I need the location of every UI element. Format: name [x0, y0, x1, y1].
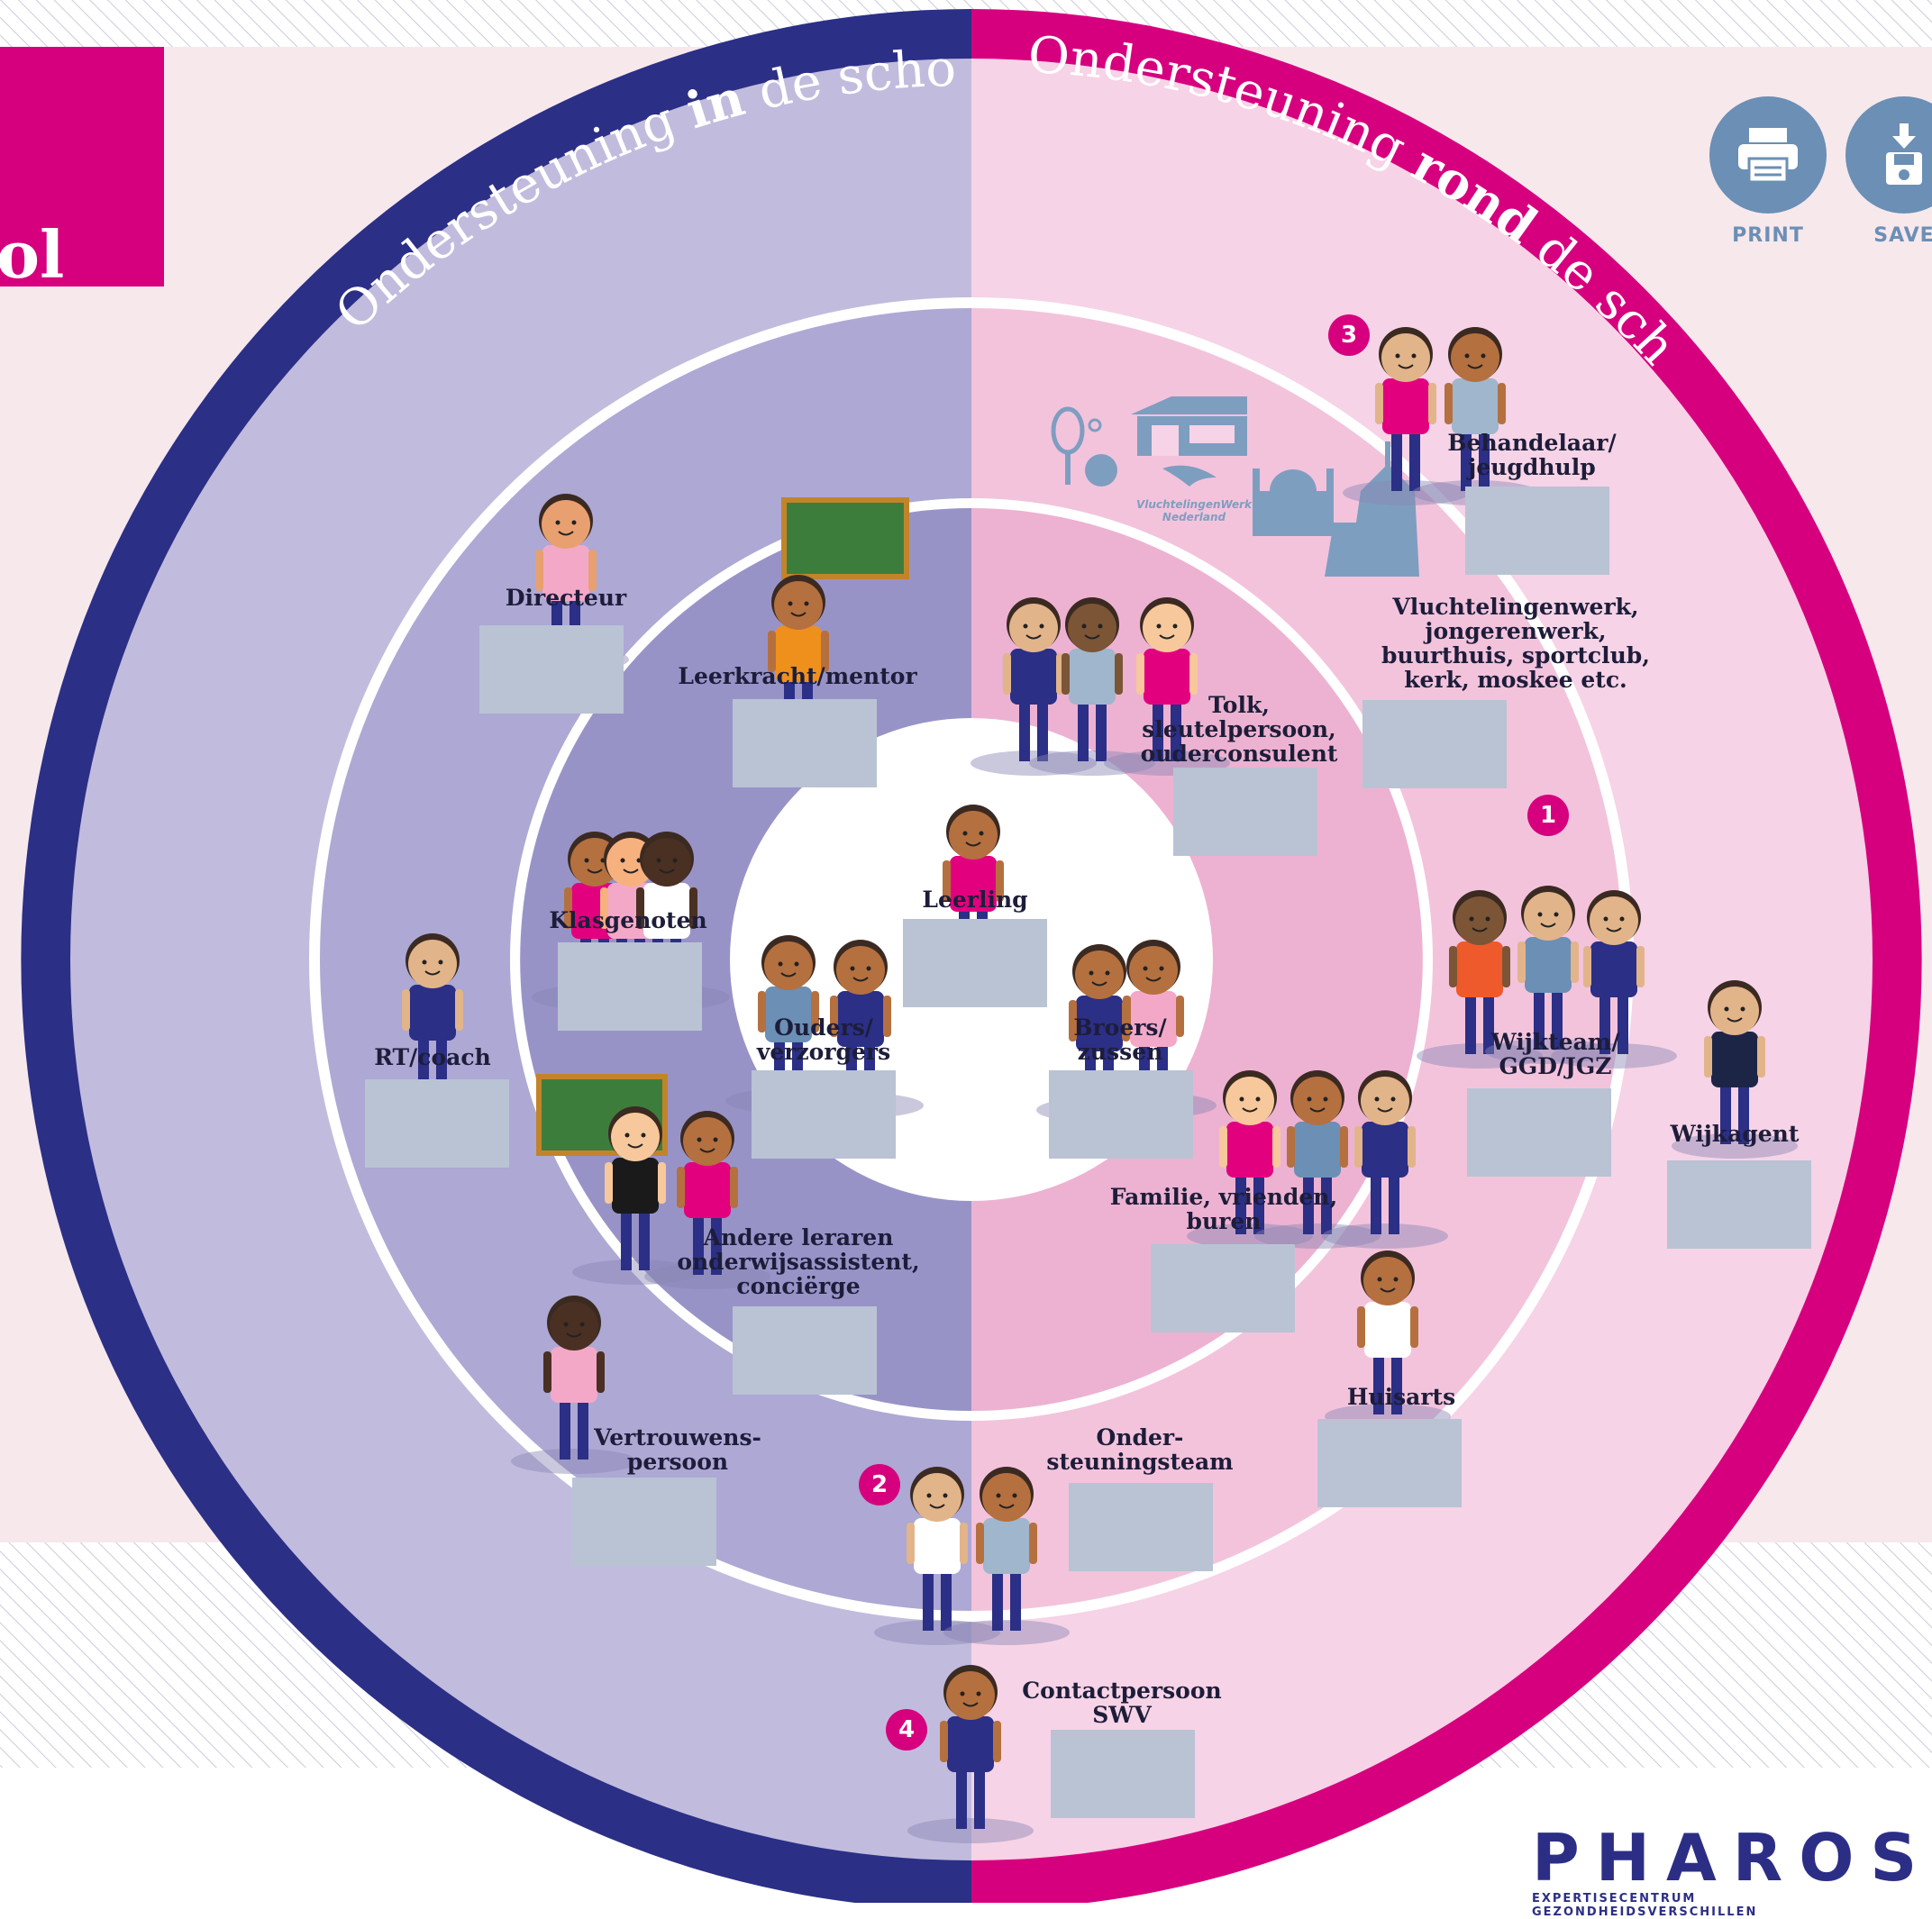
node-input-box[interactable]	[1465, 487, 1609, 575]
node-input-box[interactable]	[1362, 700, 1507, 788]
person-figure	[1029, 597, 1155, 776]
print-label: PRINT	[1732, 224, 1804, 247]
community-icons	[1051, 396, 1419, 577]
node-label: Broers/ zussen	[1073, 1014, 1167, 1065]
node-label: Ouders/ verzorgers	[756, 1014, 891, 1065]
node-input-box[interactable]	[1317, 1419, 1462, 1507]
person-figure	[943, 1467, 1070, 1645]
node-label: Tolk, sleutelpersoon, ouderconsulent	[1140, 692, 1338, 767]
person-figure	[644, 1111, 770, 1289]
page-title: ol	[0, 216, 65, 293]
person-figure	[907, 1665, 1034, 1843]
node-label: Directeur	[505, 585, 627, 611]
person-figure	[971, 597, 1097, 776]
logo-tagline: EXPERTISECENTRUM GEZONDHEIDSVERSCHILLEN	[1532, 1892, 1758, 1919]
community-center-icon	[1131, 396, 1247, 456]
person-figure	[1485, 886, 1611, 1064]
person-figure	[1417, 890, 1543, 1069]
football-icon	[1085, 454, 1117, 487]
node-input-box[interactable]	[365, 1079, 509, 1168]
node-input-box[interactable]	[1049, 1070, 1193, 1159]
save-button[interactable]: SAVE	[1845, 96, 1932, 247]
node-input-box[interactable]	[479, 625, 624, 714]
chalkboard-icon	[781, 497, 909, 579]
person-figure	[1187, 1070, 1313, 1249]
person-figure	[1672, 980, 1798, 1159]
person-figure	[572, 1106, 698, 1285]
node-input-box[interactable]	[1667, 1160, 1811, 1249]
node-label: Vertrouwens- persoon	[594, 1424, 761, 1475]
print-icon	[1709, 96, 1827, 214]
node-label: Vluchtelingenwerk, jongerenwerk, buurthu…	[1381, 594, 1650, 693]
node-input-box[interactable]	[752, 1070, 896, 1159]
node-label: Wijkteam/ GGD/JGZ	[1490, 1029, 1620, 1079]
node-label: Leerling	[922, 887, 1028, 913]
node-input-box[interactable]	[1173, 768, 1317, 856]
node-input-box[interactable]	[733, 699, 877, 787]
church-icon	[1325, 441, 1419, 577]
node-label: Familie, vrienden, buren	[1109, 1184, 1338, 1234]
number-badge: 2	[859, 1464, 900, 1505]
page-title-box: ol	[0, 47, 164, 293]
person-figure	[511, 1296, 637, 1474]
save-label: SAVE	[1873, 224, 1932, 247]
node-input-box[interactable]	[1069, 1483, 1213, 1571]
node-input-box[interactable]	[733, 1306, 877, 1395]
person-figure	[1254, 1070, 1381, 1249]
number-badge: 3	[1328, 314, 1370, 356]
node-label: Behandelaar/ jeugdhulp	[1447, 430, 1617, 480]
node-input-box[interactable]	[558, 942, 702, 1031]
person-figure	[1322, 1070, 1448, 1249]
save-icon	[1845, 96, 1932, 214]
org-small-text: VluchtelingenWerk	[1136, 498, 1253, 511]
svg-text:Nederland: Nederland	[1162, 511, 1226, 523]
mosque-icon	[1253, 468, 1334, 536]
print-button[interactable]: PRINT	[1709, 96, 1827, 247]
node-label: Andere leraren onderwijsassistent, conci…	[677, 1224, 920, 1299]
node-label: Contactpersoon SWV	[1022, 1678, 1222, 1728]
person-figure	[1551, 890, 1677, 1069]
person-figure	[874, 1467, 1000, 1645]
node-label: Wijkagent	[1670, 1121, 1800, 1147]
node-label: Onder- steuningsteam	[1046, 1424, 1234, 1475]
node-label: Leerkracht/mentor	[678, 663, 917, 689]
node-label: Klasgenoten	[549, 907, 707, 933]
number-badge: 1	[1527, 795, 1569, 836]
node-label: RT/coach	[374, 1044, 491, 1070]
node-input-box[interactable]	[1151, 1244, 1295, 1332]
node-input-box[interactable]	[1467, 1088, 1611, 1177]
node-input-box[interactable]	[903, 919, 1047, 1007]
node-input-box[interactable]	[1051, 1730, 1195, 1818]
person-figure	[1343, 327, 1469, 505]
person-figure	[1325, 1251, 1451, 1429]
tennis-racket-icon	[1051, 406, 1085, 485]
node-label: Huisarts	[1346, 1384, 1456, 1410]
node-input-box[interactable]	[572, 1478, 716, 1566]
logo-wordmark: PHAROS	[1532, 1820, 1932, 1896]
number-badge: 4	[886, 1709, 927, 1751]
pharos-logo: PHAROS EXPERTISECENTRUM GEZONDHEIDSVERSC…	[1532, 1820, 1932, 1919]
